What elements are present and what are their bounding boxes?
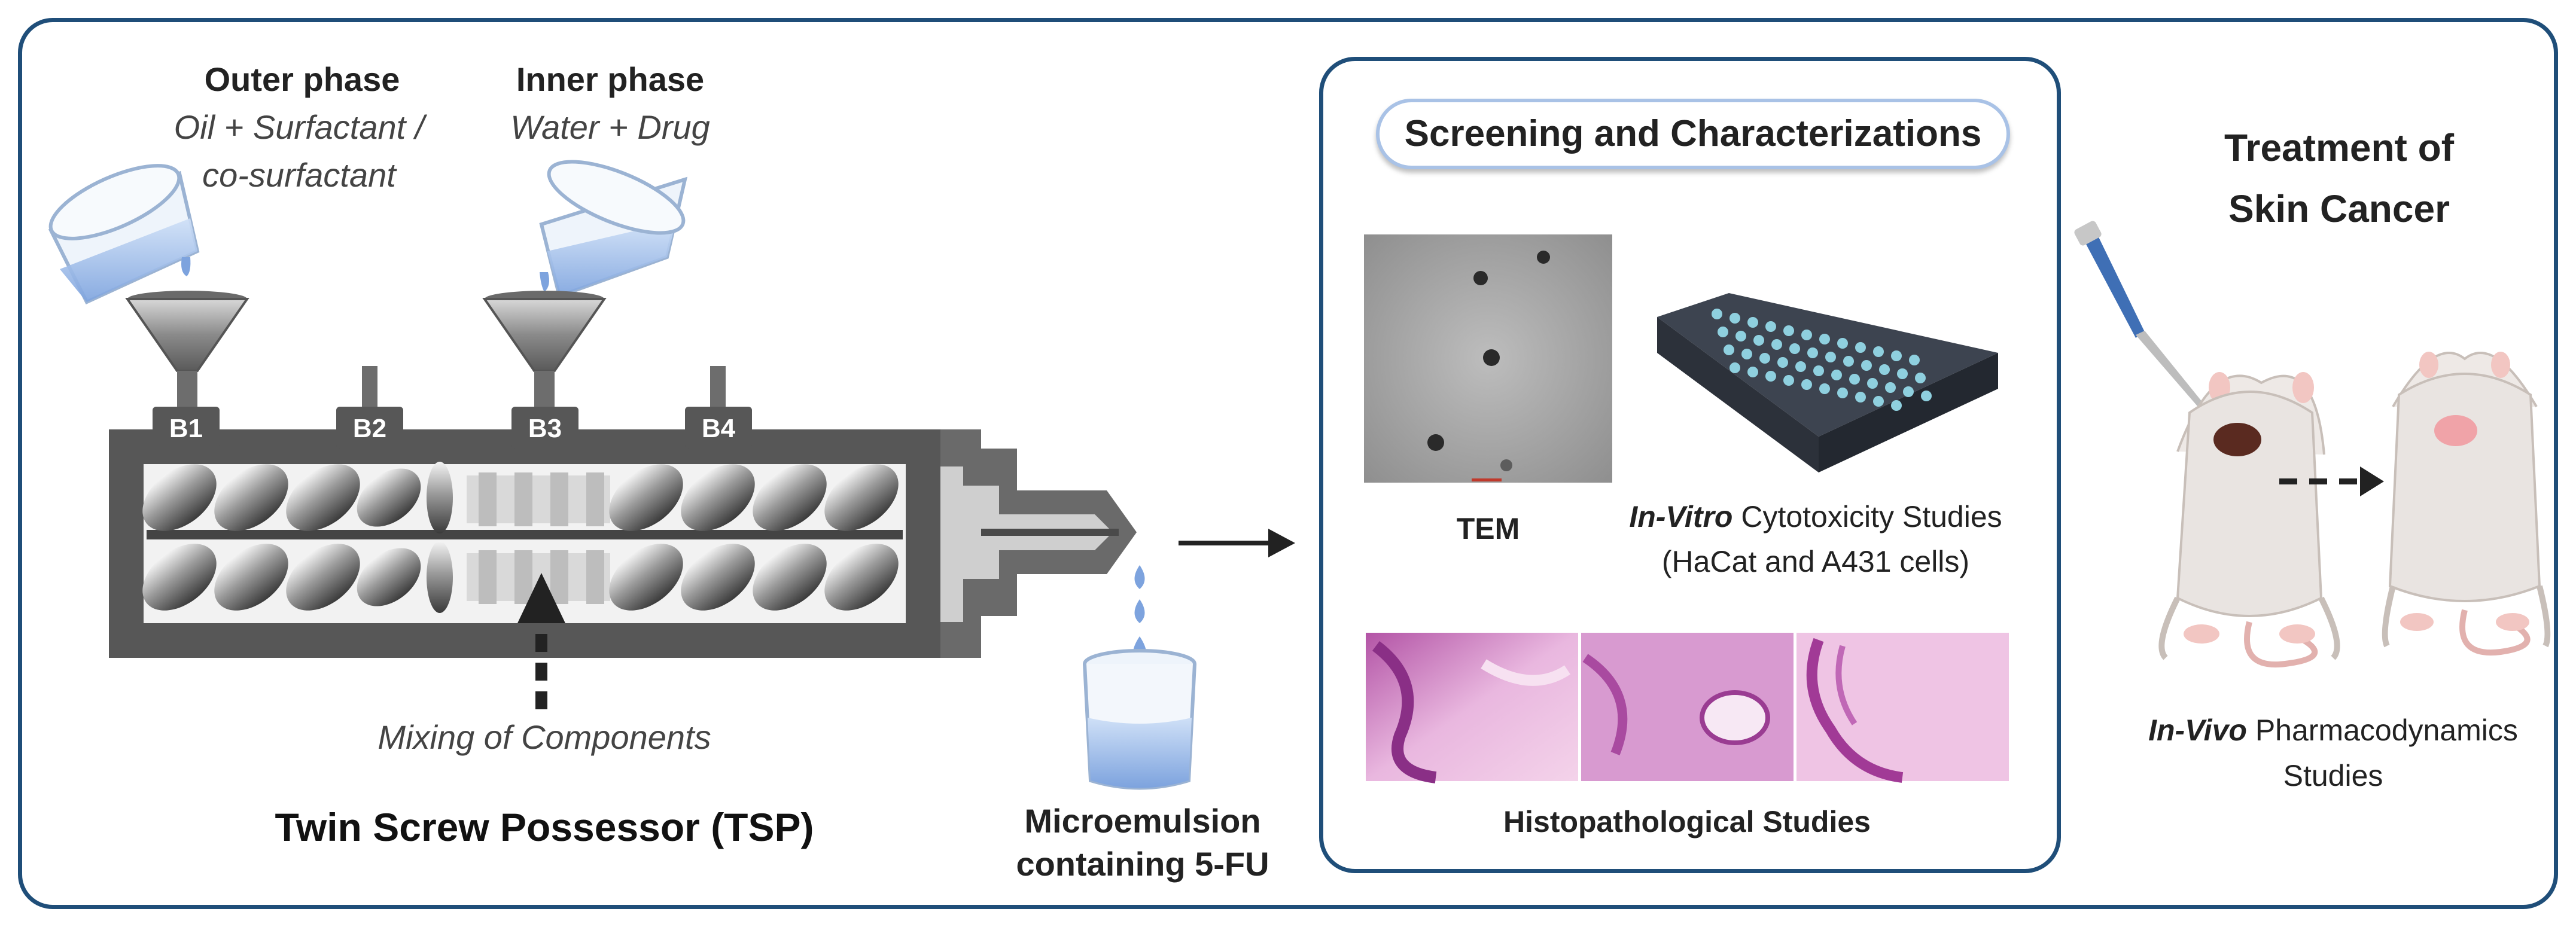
- microemulsion-line2: containing 5-FU: [1016, 845, 1269, 883]
- cytotoxicity-line2: (HaCat and A431 cells): [1661, 545, 1970, 578]
- histology-image-3: [1796, 633, 2009, 783]
- mixing-arrow: [517, 573, 565, 709]
- outer-frame: [18, 18, 2558, 909]
- drop-icon: [1134, 565, 1145, 589]
- cytotoxicity-rest: Cytotoxicity Studies: [1732, 500, 2002, 533]
- mouse-treated-icon: [2158, 372, 2340, 668]
- histology-image-2: [1581, 633, 1794, 781]
- cytotoxicity-label: In-Vitro Cytotoxicity Studies: [1579, 499, 2052, 534]
- microemulsion-line1: Microemulsion: [1024, 802, 1261, 840]
- outer-phase-line1: Oil + Surfactant /: [173, 108, 425, 146]
- outer-phase-title: Outer phase: [204, 60, 400, 98]
- histology-image-1: [1366, 633, 1578, 783]
- outer-phase-line2: co-surfactant: [202, 156, 396, 194]
- cytotoxicity-italic: In-Vitro: [1629, 500, 1733, 533]
- inner-phase-title: Inner phase: [516, 60, 705, 98]
- tem-label: TEM: [1456, 512, 1520, 545]
- treatment-line2: Skin Cancer: [2228, 187, 2450, 230]
- histopathology-label: Histopathological Studies: [1503, 805, 1871, 838]
- mouse-healed-icon: [2382, 352, 2551, 656]
- screening-title: Screening and Characterizations: [1376, 99, 2010, 169]
- drop-icon: [1134, 599, 1145, 623]
- invivo-italic: In-Vivo: [2148, 713, 2247, 747]
- inner-phase-line1: Water + Drug: [510, 108, 710, 146]
- tsp-label: Twin Screw Possessor (TSP): [275, 805, 814, 849]
- vent-b4: [710, 366, 726, 408]
- invivo-rest: Pharmacodynamics: [2246, 713, 2518, 747]
- funnel-b1: [125, 291, 249, 407]
- invivo-label: In-Vivo Pharmacodynamics: [2112, 713, 2554, 748]
- invivo-line2: Studies: [2283, 759, 2383, 792]
- port-label-b1: B1: [169, 414, 203, 443]
- screw-flights: [142, 462, 903, 613]
- treatment-line1: Treatment of: [2224, 126, 2455, 169]
- outer-phase-beaker: [48, 164, 200, 304]
- tem-image: [1364, 234, 1612, 483]
- microemulsion-beaker: [1083, 649, 1196, 790]
- funnel-b3: [482, 291, 607, 407]
- mixing-label: Mixing of Components: [377, 718, 711, 756]
- port-label-b4: B4: [701, 414, 736, 443]
- inner-phase-beaker: [539, 160, 688, 298]
- port-boxes: [153, 407, 752, 449]
- vent-b2: [362, 366, 377, 408]
- well-plate-image: [1657, 293, 1998, 472]
- port-label-b3: B3: [528, 414, 562, 443]
- process-arrow: [1179, 529, 1295, 557]
- port-label-b2: B2: [352, 414, 387, 443]
- dashed-arrow: [2279, 466, 2384, 496]
